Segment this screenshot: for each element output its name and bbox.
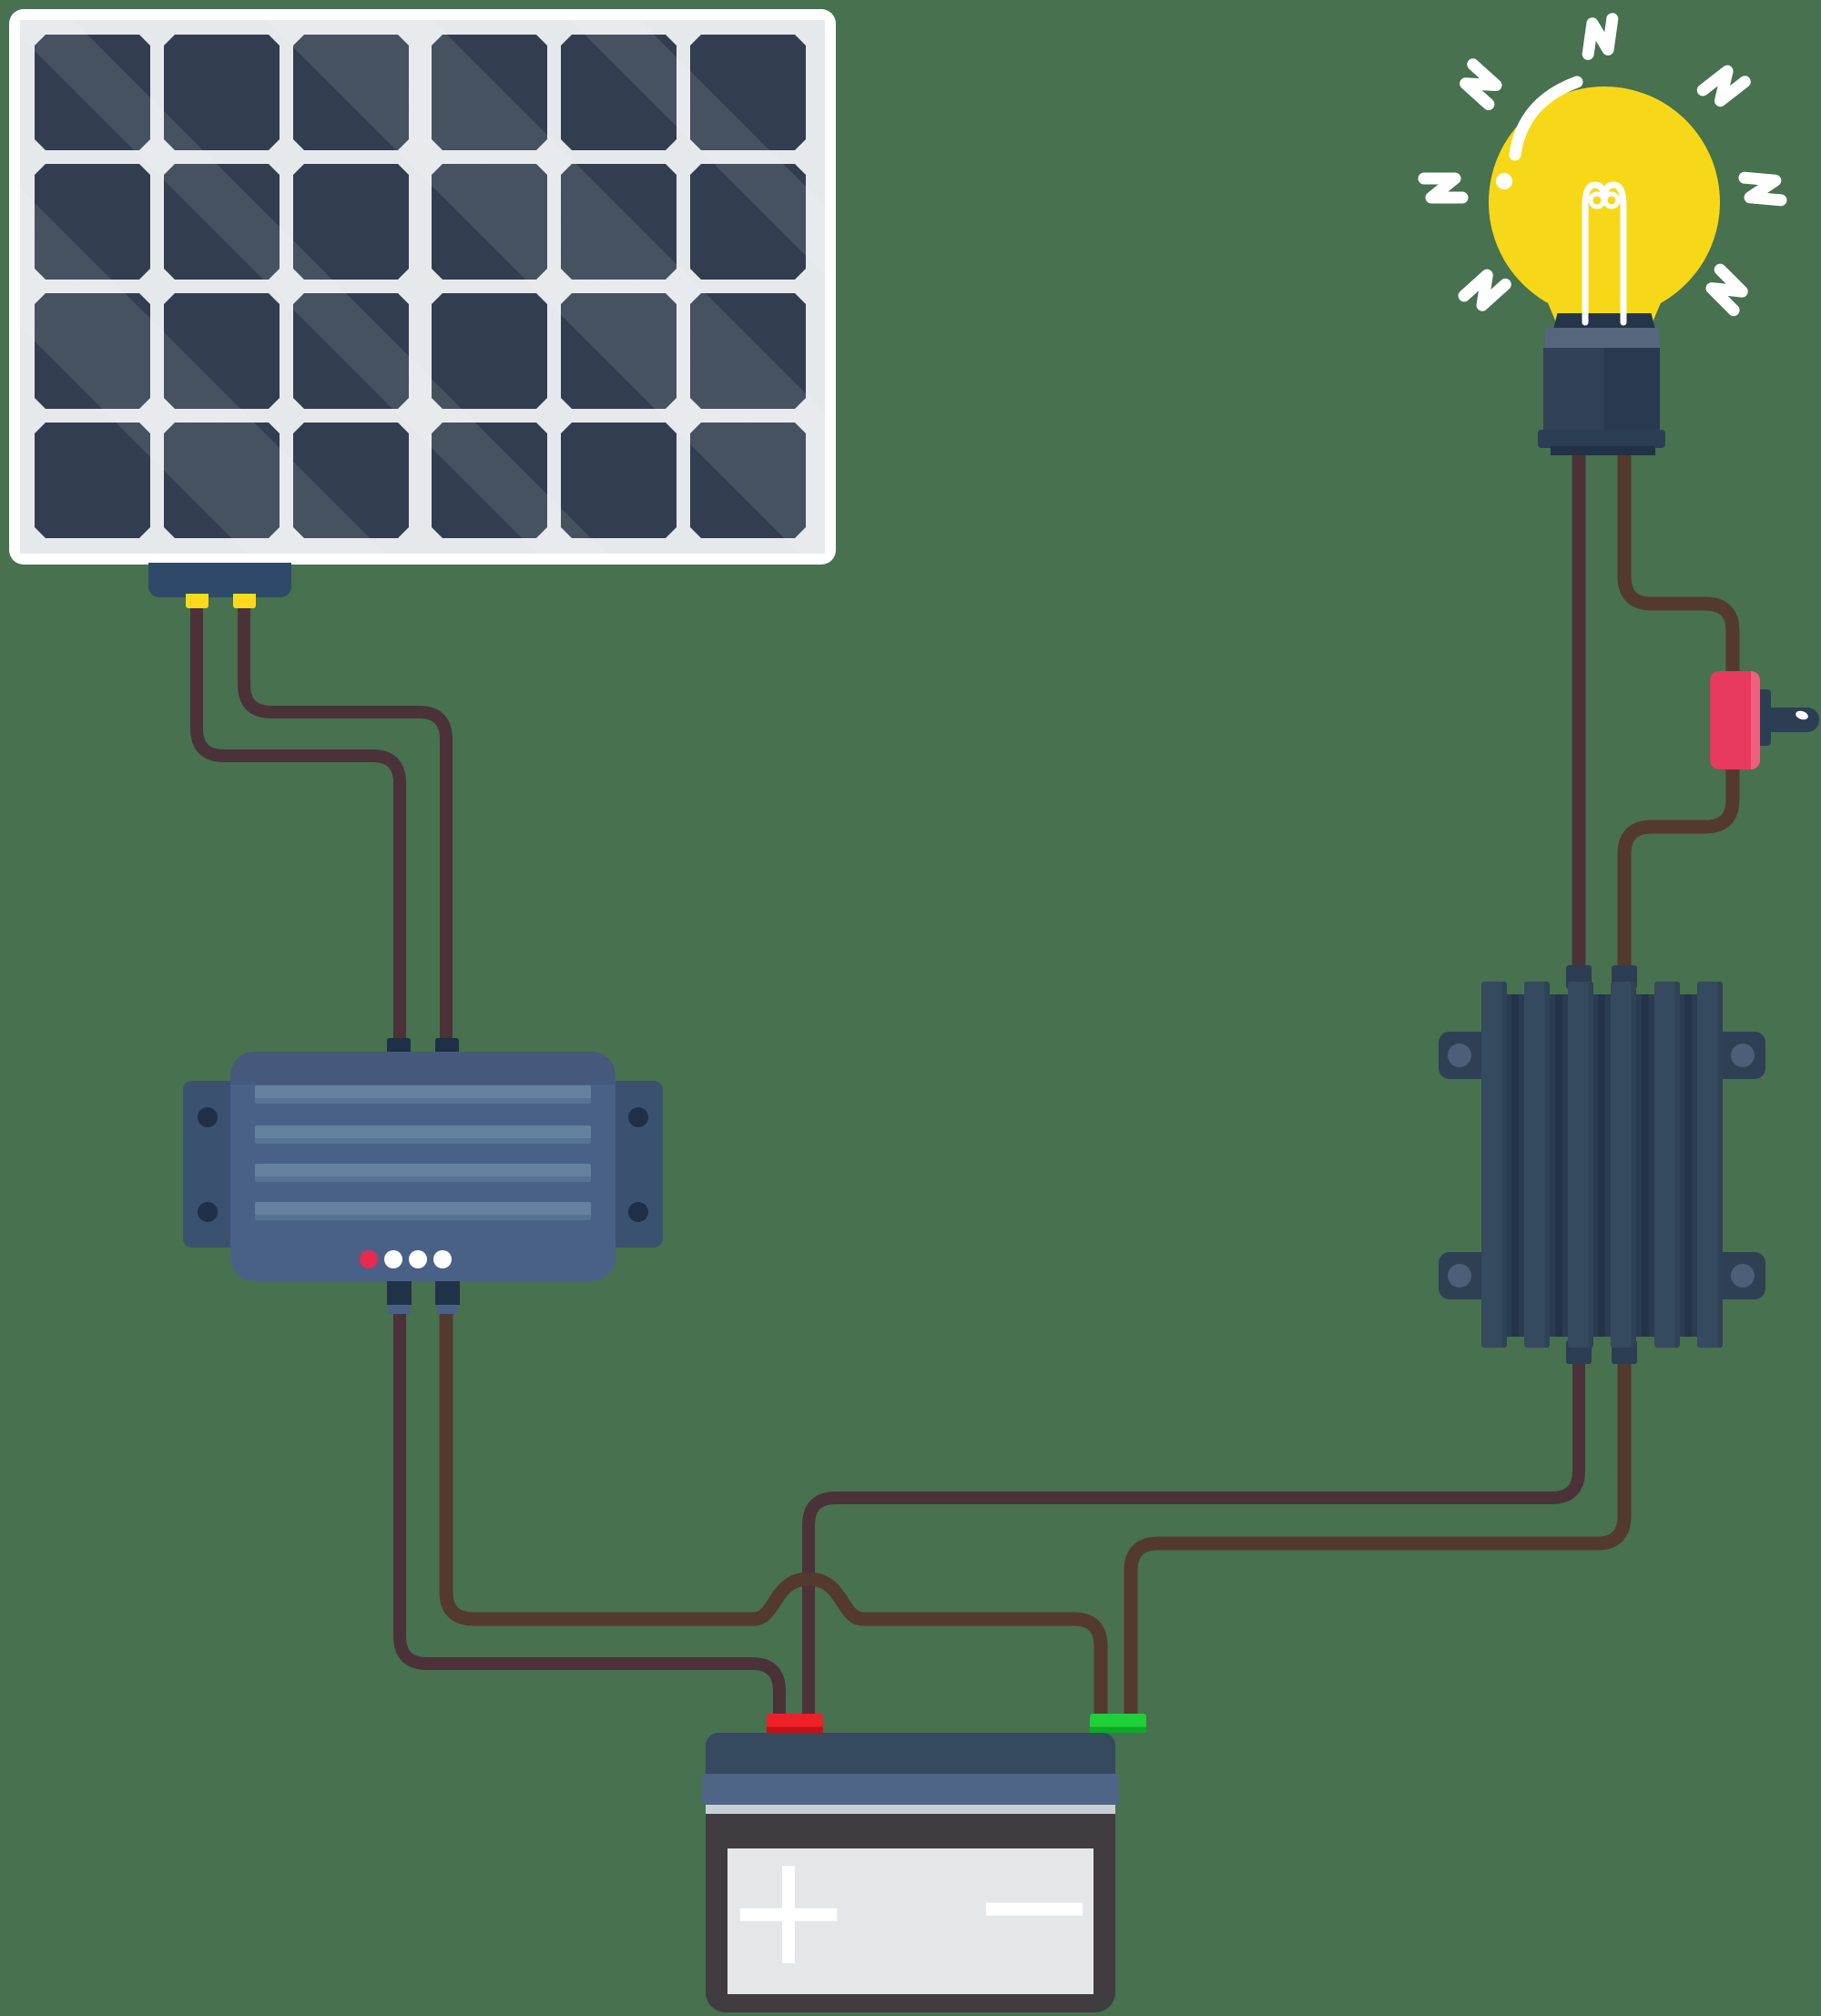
- wire-battery-negative-to-inverter: [1124, 1346, 1632, 1726]
- spark-icon: [1460, 58, 1502, 110]
- status-led-white: [409, 1250, 427, 1268]
- bulb-socket-body: [1543, 348, 1660, 430]
- heatsink-fin: [1568, 982, 1593, 1348]
- screw-icon: [198, 1202, 218, 1222]
- controller-mount-bracket-left: [183, 1081, 234, 1247]
- status-led-red: [360, 1250, 378, 1268]
- solar-cell: [561, 423, 677, 538]
- controller-output-terminal-right: [435, 1281, 460, 1305]
- panel-terminal-pin-right: [233, 594, 256, 608]
- spark-icon: [1458, 269, 1511, 311]
- battery-positive-terminal: [767, 1714, 823, 1733]
- solar-cell: [164, 164, 280, 280]
- screw-icon: [628, 1107, 648, 1127]
- solar-cell: [561, 164, 677, 280]
- solar-cell: [293, 164, 409, 280]
- heatsink-groove: [1511, 994, 1519, 1337]
- heatsink-groove: [1642, 994, 1649, 1337]
- solar-cell: [432, 35, 547, 150]
- solar-cell: [690, 293, 806, 409]
- controller-mount-bracket-right: [612, 1081, 663, 1247]
- controller-vent-stripe: [255, 1085, 591, 1104]
- heatsink-fin: [1524, 982, 1550, 1348]
- spark-icon: [1705, 263, 1748, 317]
- solar-cell: [164, 293, 280, 409]
- lug-hole-icon: [1448, 1044, 1471, 1067]
- battery-label-panel: [727, 1848, 1094, 1994]
- wire-bulb-to-switch: [1617, 451, 1740, 678]
- spark-icon: [1418, 172, 1469, 204]
- solar-panel: [9, 9, 836, 565]
- screw-icon: [198, 1107, 218, 1127]
- bulb-socket-stub: [1551, 446, 1655, 455]
- heatsink-fin: [1611, 982, 1636, 1348]
- spark-icon: [1696, 65, 1751, 107]
- spark-icon: [1738, 171, 1787, 207]
- battery-blue-band: [702, 1774, 1119, 1805]
- solar-cell: [561, 293, 677, 409]
- heatsink-fin: [1481, 982, 1507, 1348]
- controller-vent-stripe: [255, 1164, 591, 1182]
- panel-terminal-pin-left: [186, 594, 209, 608]
- toggle-switch: [1710, 671, 1760, 769]
- lug-hole-icon: [1731, 1264, 1755, 1288]
- heatsink-groove: [1684, 994, 1692, 1337]
- controller-output-terminal-left: [387, 1281, 412, 1305]
- controller-output-collar-right: [437, 1305, 458, 1314]
- screw-icon: [628, 1202, 648, 1222]
- controller-vent-stripe: [255, 1202, 591, 1220]
- wire-controller-to-battery-positive: [393, 1309, 786, 1726]
- status-led-white: [384, 1250, 402, 1268]
- wire-panel-right-to-controller: [238, 596, 453, 1047]
- battery-negative-terminal: [1090, 1714, 1146, 1733]
- wire-battery-positive-to-inverter: [802, 1346, 1585, 1726]
- solar-cell: [164, 423, 280, 538]
- lug-hole-icon: [1731, 1044, 1755, 1067]
- glass-glare-overlay: [9, 9, 836, 565]
- wire-controller-to-battery-negative: [439, 1309, 1108, 1726]
- solar-cell: [35, 423, 150, 538]
- battery-silver-strip: [706, 1805, 1115, 1814]
- bulb-socket-collar: [1545, 328, 1660, 348]
- battery-top-cover: [706, 1733, 1115, 1775]
- controller-vent-stripe: [255, 1125, 591, 1144]
- lug-hole-icon: [1448, 1264, 1471, 1288]
- wire-panel-left-to-controller: [190, 596, 406, 1047]
- solar-cell: [164, 35, 280, 150]
- solar-cell: [432, 164, 547, 280]
- status-led-white: [433, 1250, 452, 1268]
- solar-cell: [432, 423, 547, 538]
- heatsink-groove: [1555, 994, 1562, 1337]
- solar-cell: [561, 35, 677, 150]
- solar-cell: [690, 35, 806, 150]
- controller-output-collar-left: [389, 1305, 410, 1314]
- solar-cell: [690, 164, 806, 280]
- solar-cell: [35, 35, 150, 150]
- spark-icon: [1582, 13, 1619, 60]
- heatsink-fin: [1654, 982, 1680, 1348]
- heatsink-fin: [1697, 982, 1723, 1348]
- solar-cell: [293, 423, 409, 538]
- solar-panel-junction-box: [148, 563, 291, 597]
- solar-cell: [293, 35, 409, 150]
- solar-cell: [432, 293, 547, 409]
- bulb-socket-ring: [1538, 430, 1665, 448]
- solar-cell: [690, 423, 806, 538]
- solar-cell: [293, 293, 409, 409]
- wire-switch-to-inverter: [1617, 765, 1740, 974]
- solar-cell: [35, 164, 150, 280]
- heatsink-groove: [1598, 994, 1605, 1337]
- switch-toggle-lever: [1761, 708, 1819, 732]
- solar-cell: [35, 293, 150, 409]
